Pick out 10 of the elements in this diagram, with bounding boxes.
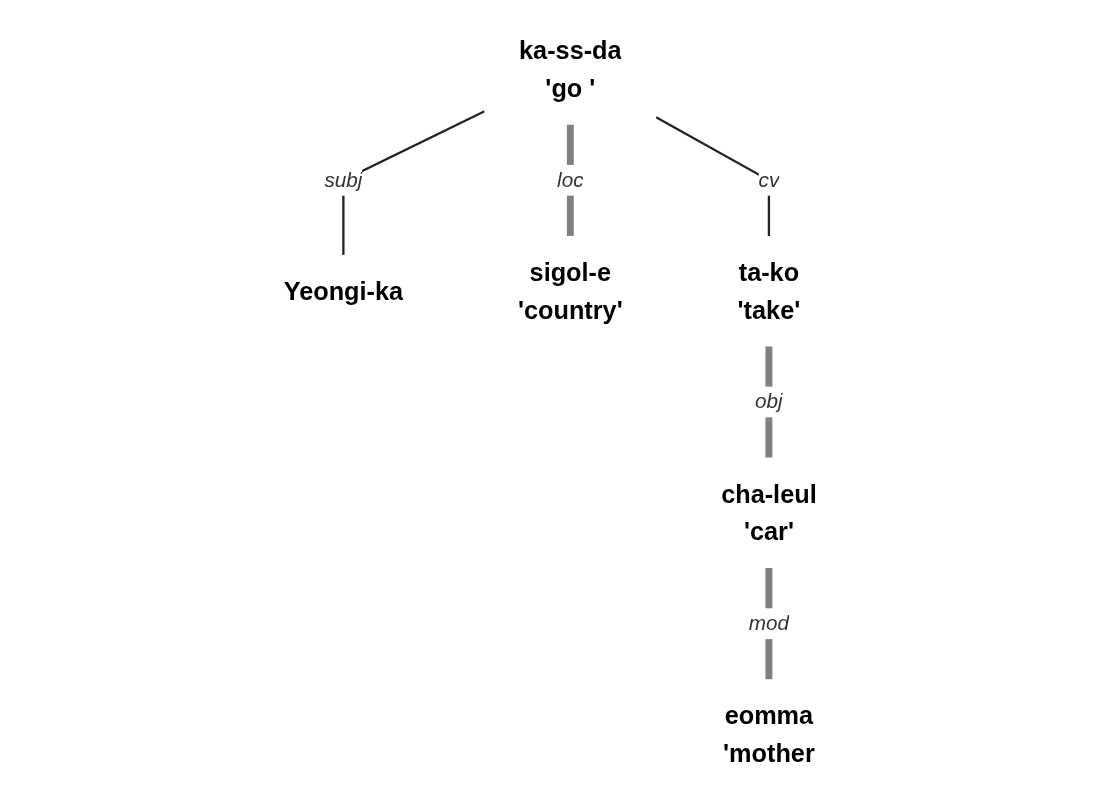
edge-label: loc	[556, 168, 584, 192]
node-text: cha-leul 'car'	[720, 479, 817, 547]
node-text: ta-ko 'take'	[737, 257, 801, 325]
node-text: ka-ss-da 'go '	[518, 36, 622, 103]
edge-label: subj	[324, 168, 363, 192]
node-text: eomma 'mother	[722, 701, 815, 768]
edge-label: obj	[754, 389, 783, 413]
edge-label: mod	[748, 611, 789, 635]
node-text: sigol-e 'country'	[517, 257, 623, 325]
node-text: Yeongi-ka	[283, 276, 403, 306]
